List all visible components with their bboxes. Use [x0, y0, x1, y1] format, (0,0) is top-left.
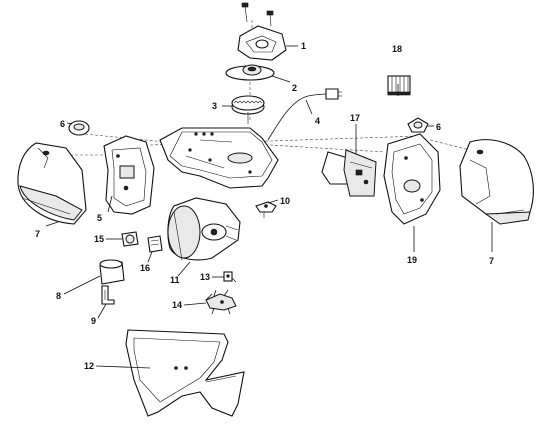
motor — [167, 197, 241, 261]
rpm-sensor — [121, 231, 139, 247]
light-cover-left — [17, 142, 87, 225]
leader-lines — [45, 45, 493, 369]
callout-18: 18 — [392, 44, 402, 54]
power-cord — [267, 88, 342, 141]
callout-2: 2 — [292, 83, 297, 93]
callout-6-left: 6 — [60, 119, 65, 129]
cover-bracket — [237, 25, 287, 61]
callout-12: 12 — [84, 361, 94, 371]
terminal-block — [387, 75, 411, 96]
callout-19: 19 — [407, 255, 417, 265]
left-endplate — [103, 135, 155, 215]
gear — [231, 95, 265, 124]
callout-labels: 1 2 3 4 5 6 6 7 7 8 9 10 11 12 13 14 15 … — [35, 41, 494, 371]
callout-7-left: 7 — [35, 229, 40, 239]
wire-harness — [205, 289, 237, 315]
callout-15: 15 — [94, 234, 104, 244]
screws — [241, 2, 274, 27]
callout-1: 1 — [301, 41, 306, 51]
callout-8: 8 — [56, 291, 61, 301]
capacitor-bracket — [101, 285, 115, 305]
callout-14: 14 — [172, 300, 182, 310]
lens-right — [407, 117, 429, 133]
chassis-plate — [159, 127, 279, 189]
callout-13: 13 — [200, 272, 210, 282]
drive-sprocket — [225, 64, 275, 81]
right-endplate — [383, 133, 441, 225]
callout-11: 11 — [170, 275, 180, 285]
travel-module — [255, 201, 277, 218]
limit-switch — [223, 271, 237, 283]
callout-10: 10 — [280, 196, 290, 206]
capacitor — [99, 259, 125, 285]
callout-4: 4 — [315, 116, 320, 126]
callout-5: 5 — [97, 213, 102, 223]
callout-17: 17 — [350, 113, 360, 123]
cover — [125, 329, 245, 417]
light-cover-right — [459, 139, 534, 225]
callout-6-right: 6 — [436, 122, 441, 132]
rpm-interrupter — [147, 235, 163, 253]
callout-3: 3 — [212, 101, 217, 111]
receiver-board — [321, 149, 377, 197]
callout-16: 16 — [140, 263, 150, 273]
lens-left — [68, 120, 90, 136]
callout-9: 9 — [91, 316, 96, 326]
callout-7-right: 7 — [489, 256, 494, 266]
